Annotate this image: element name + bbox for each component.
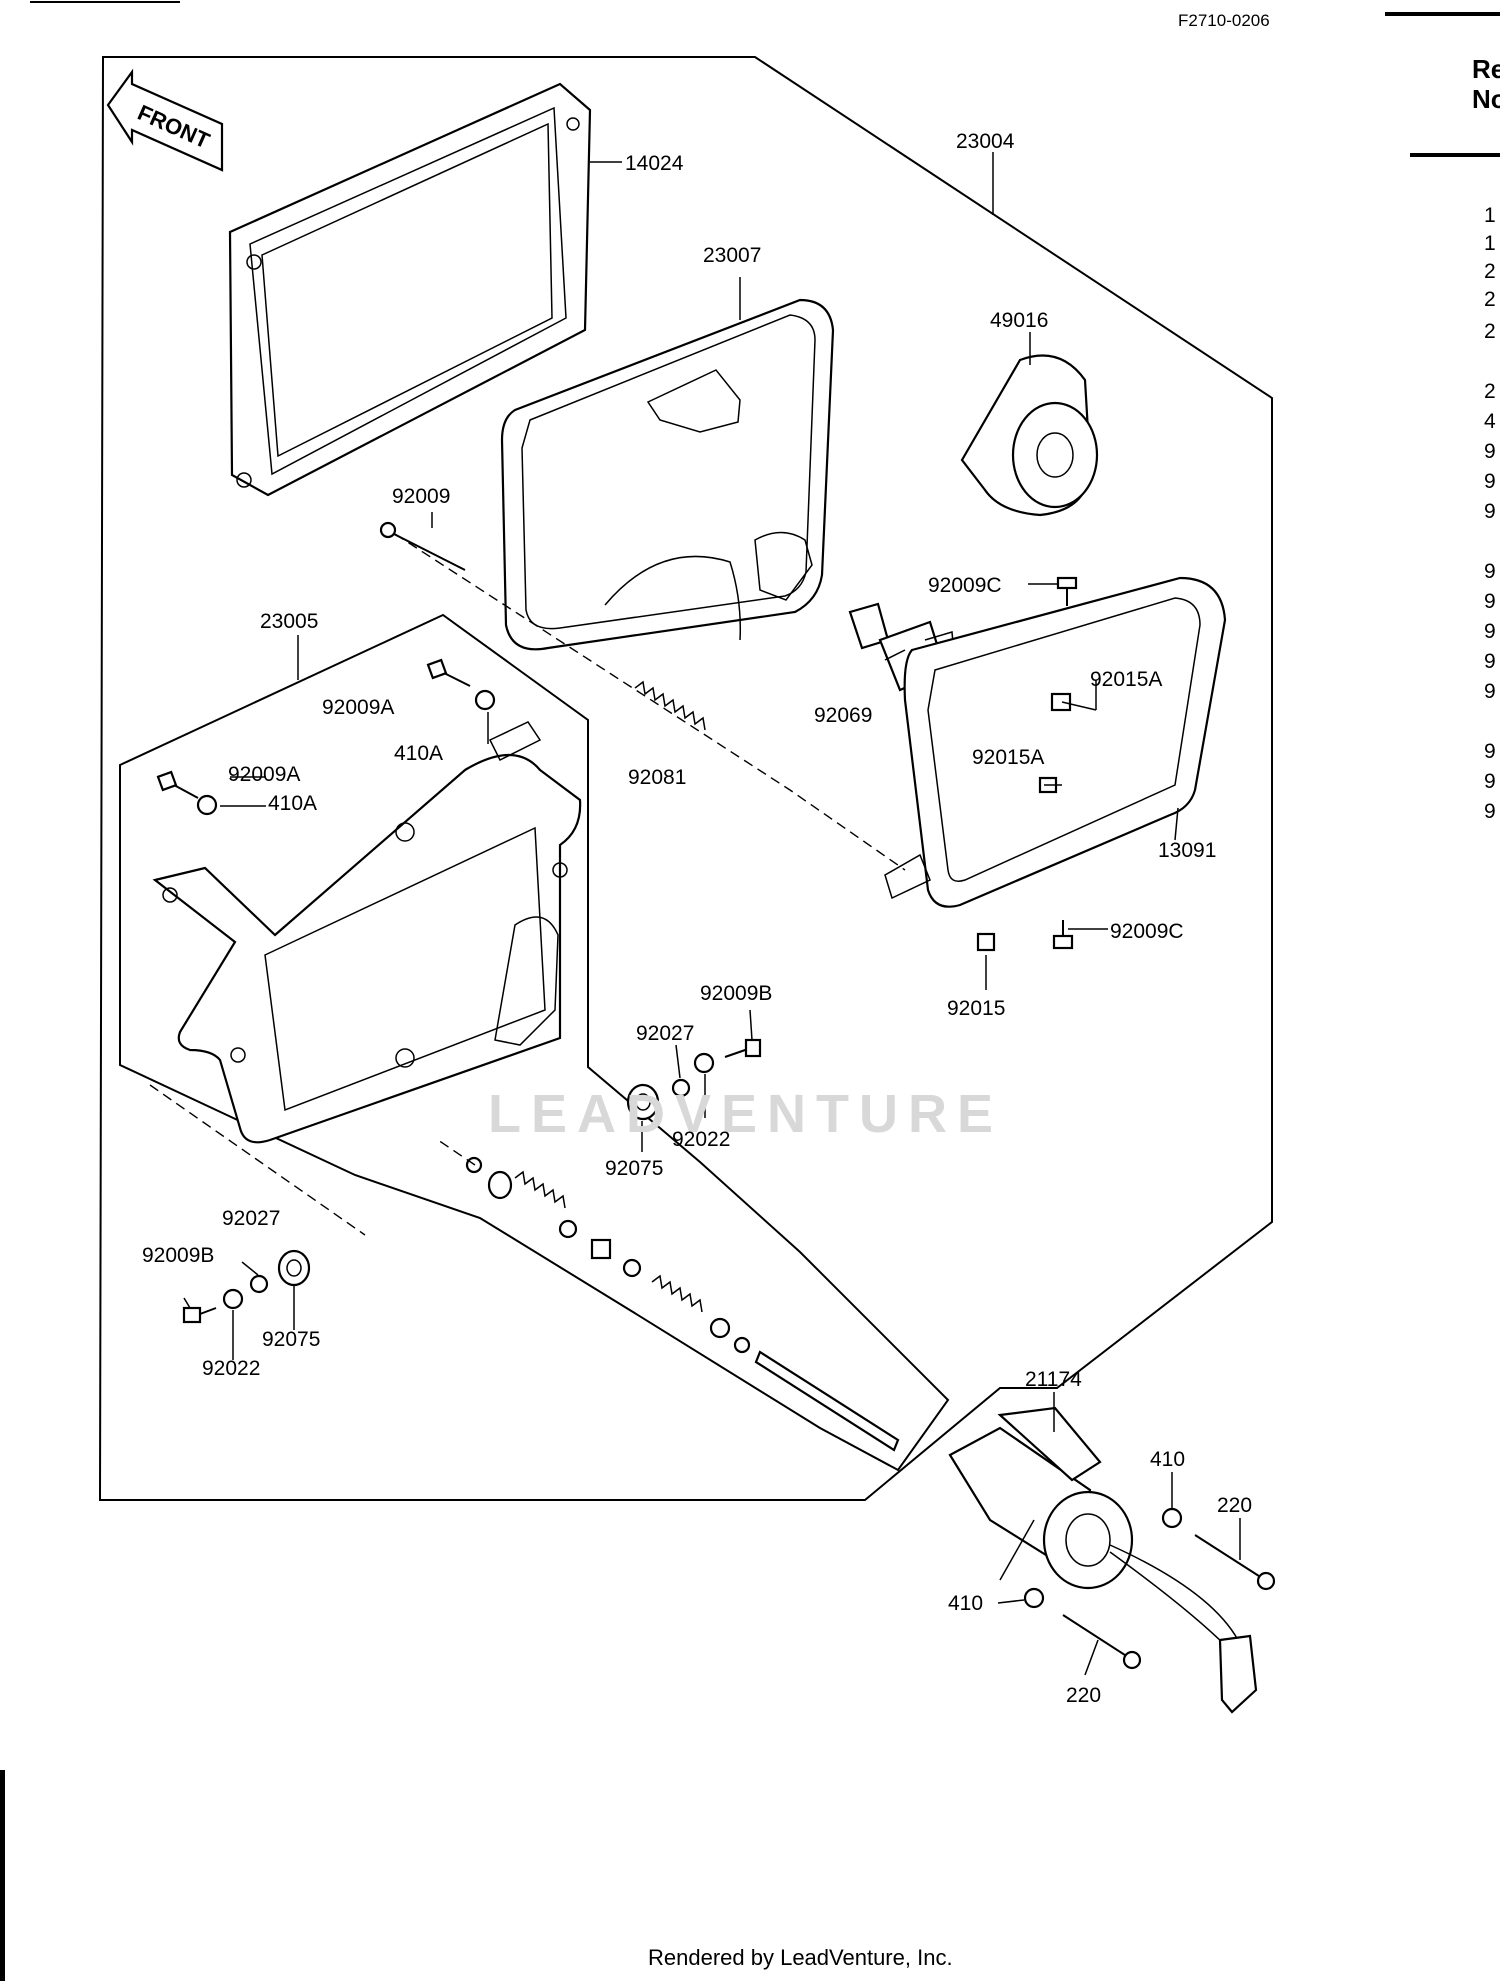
callout-92075-left: 92075 <box>262 1328 320 1351</box>
assembly-axis <box>394 533 906 871</box>
watermark: LEADVENTURE <box>488 1084 1003 1144</box>
side-panel: Re No 1 1 2 2 2 2 4 9 9 9 9 9 9 9 9 9 9 … <box>1472 54 1500 823</box>
callout-92075-right: 92075 <box>605 1157 663 1180</box>
screw-220-lower <box>1062 1614 1142 1670</box>
washer-92022-right <box>693 1052 715 1074</box>
side-list-item: 9 <box>1484 440 1496 463</box>
sealed-beam-23007 <box>500 298 835 651</box>
side-list-item: 2 <box>1484 288 1496 311</box>
callout-92015: 92015 <box>947 997 1005 1020</box>
callout-410a-upper: 410A <box>394 742 443 765</box>
callout-410-upper: 410 <box>1150 1448 1185 1471</box>
callout-410-lower: 410 <box>948 1592 983 1615</box>
callout-92009: 92009 <box>392 485 450 508</box>
callout-92009c-bottom: 92009C <box>1110 920 1184 943</box>
assembly-axis <box>149 1084 366 1236</box>
screw-92009c-top <box>1056 576 1078 606</box>
side-header-line1: Re <box>1472 54 1500 84</box>
callout-49016: 49016 <box>990 309 1048 332</box>
collar-92027-right <box>671 1078 691 1098</box>
rim-frame-14024 <box>228 82 592 497</box>
side-list-item: 9 <box>1484 680 1496 703</box>
dust-cover-49016 <box>960 354 1099 517</box>
diagram-code: F2710-0206 <box>1178 11 1270 30</box>
front-arrow-icon: FRONT <box>106 68 224 172</box>
callout-92009a-lower: 92009A <box>228 763 300 786</box>
adjuster-shaft-assembly <box>465 1156 900 1452</box>
mounting-frame-13091 <box>884 576 1227 908</box>
side-header-line2: No <box>1472 84 1500 114</box>
callout-410a-lower: 410A <box>268 792 317 815</box>
side-list-item: 9 <box>1484 740 1496 763</box>
side-list-item: 9 <box>1484 560 1496 583</box>
callout-92069: 92069 <box>814 704 872 727</box>
callout-13091: 13091 <box>1158 839 1216 862</box>
screw-220-upper <box>1194 1534 1276 1591</box>
side-list-item: 2 <box>1484 380 1496 403</box>
callout-92009c-top: 92009C <box>928 574 1002 597</box>
assembly-boundary-23004 <box>98 56 1273 1501</box>
washer-410a-upper <box>474 689 496 711</box>
callout-92081: 92081 <box>628 766 686 789</box>
side-list-item: 9 <box>1484 470 1496 493</box>
side-list-item: 9 <box>1484 800 1496 823</box>
leader-lines <box>183 152 1241 1676</box>
grommet-92075-left <box>277 1249 311 1287</box>
callout-92009b-right: 92009B <box>700 982 772 1005</box>
collar-92027-left <box>249 1274 269 1294</box>
screw-92009b-right <box>724 1038 762 1058</box>
bracket-23005 <box>152 721 582 1144</box>
side-list-item: 2 <box>1484 260 1496 283</box>
side-list-item: 9 <box>1484 590 1496 613</box>
callout-14024: 14024 <box>625 152 684 175</box>
side-list-item: 9 <box>1484 770 1496 793</box>
side-list-item: 9 <box>1484 620 1496 643</box>
callout-92022-right: 92022 <box>672 1128 730 1151</box>
callout-92027-left: 92027 <box>222 1207 280 1230</box>
washer-410-lower <box>1023 1587 1045 1609</box>
callout-220-upper: 220 <box>1217 1494 1252 1517</box>
callout-220-lower: 220 <box>1066 1684 1101 1707</box>
callout-92022-left: 92022 <box>202 1357 260 1380</box>
spring-92081 <box>634 680 706 731</box>
screw-92009b-left <box>182 1306 217 1324</box>
callout-21174: 21174 <box>1025 1368 1082 1391</box>
screw-92009a-lower <box>156 770 199 799</box>
side-list-item: 1 <box>1484 232 1496 255</box>
callout-92009a-upper: 92009A <box>322 696 394 719</box>
screw-92009a-upper <box>426 658 471 687</box>
side-list-item: 1 <box>1484 204 1496 227</box>
side-list-item: 2 <box>1484 320 1496 343</box>
footer-credit: Rendered by LeadVenture, Inc. <box>648 1945 953 1970</box>
nut-92015 <box>976 932 996 952</box>
callout-92015a-lower: 92015A <box>972 746 1044 769</box>
left-edge-bar <box>0 1770 5 1981</box>
side-list-item: 4 <box>1484 410 1496 433</box>
motor-21174 <box>948 1406 1258 1714</box>
assembly-axis <box>437 1139 476 1166</box>
washer-410-upper <box>1161 1507 1183 1529</box>
callout-92027-right: 92027 <box>636 1022 694 1045</box>
washer-92022-left <box>222 1288 244 1310</box>
callout-92009b-left: 92009B <box>142 1244 214 1267</box>
washer-410a-lower <box>196 794 218 816</box>
assembly-boundary-23005 <box>119 613 950 1472</box>
callout-23007: 23007 <box>703 244 761 267</box>
callout-92015a-upper: 92015A <box>1090 668 1162 691</box>
side-list-item: 9 <box>1484 650 1496 673</box>
side-list-item: 9 <box>1484 500 1496 523</box>
callout-23005: 23005 <box>260 610 318 633</box>
screw-92009 <box>379 521 466 571</box>
callout-23004: 23004 <box>956 130 1015 153</box>
screw-92009c-bottom <box>1052 920 1074 950</box>
grommet-92075-right <box>626 1083 660 1121</box>
